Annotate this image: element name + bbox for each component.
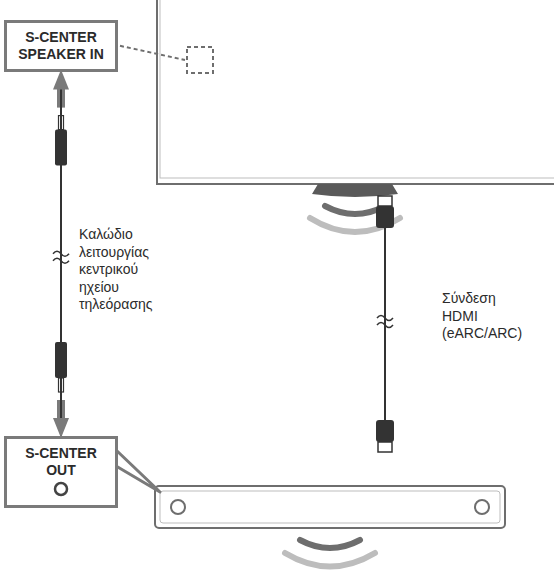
- port-label: S-CENTER SPEAKER IN: [13, 29, 109, 63]
- connector-box: S-CENTER OUT: [4, 436, 118, 508]
- port-label: S-CENTER OUT: [13, 445, 109, 479]
- cable-label: Σύνδεση HDMI (eARC/ARC): [442, 290, 532, 343]
- soundbar-grille: [160, 491, 500, 523]
- sound-wave: [300, 540, 360, 548]
- soundbar: [155, 486, 505, 528]
- tv-screen: [157, 0, 554, 184]
- sound-wave: [285, 553, 375, 567]
- callout-tail: [116, 450, 160, 492]
- speaker-driver: [171, 500, 185, 514]
- jack-symbol: [13, 479, 109, 499]
- cable-label: Καλώδιο λειτουργίας κεντρικού ηχείου τηλ…: [79, 226, 169, 314]
- hdmi-cable: [376, 196, 394, 452]
- connector-box: S-CENTER SPEAKER IN: [4, 20, 118, 72]
- tv-bezel: [160, 0, 554, 178]
- cable-connector: [60, 72, 62, 436]
- speaker-driver: [475, 500, 489, 514]
- tv-stand: [312, 184, 398, 197]
- tv-jack-position: [187, 47, 213, 73]
- leader-line: [120, 46, 185, 60]
